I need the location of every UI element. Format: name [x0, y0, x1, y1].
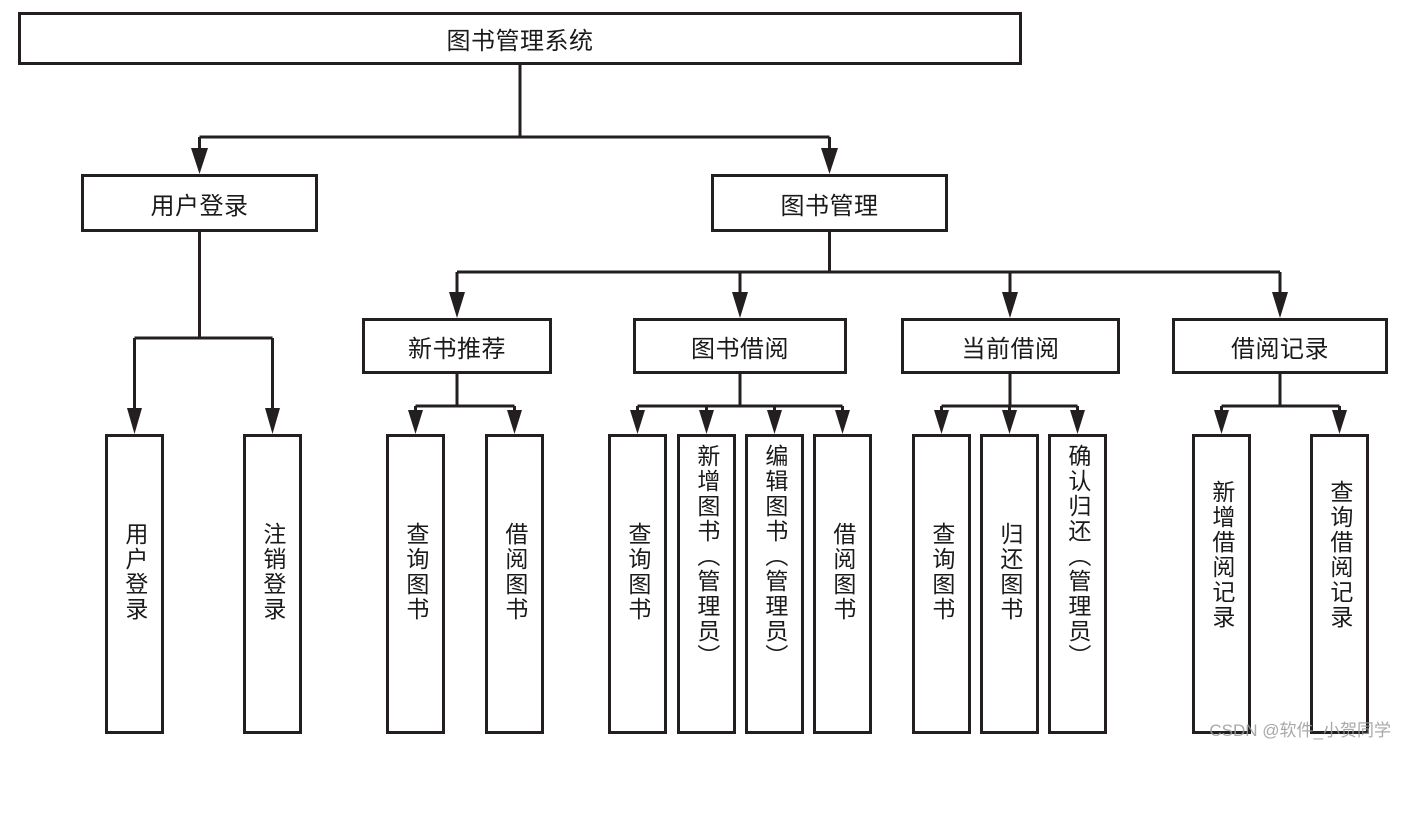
node-box-leaf-user-login[interactable] — [105, 434, 164, 734]
node-box-book-borrow[interactable] — [633, 318, 847, 374]
node-box-leaf-borrow-book[interactable] — [813, 434, 872, 734]
node-box-user-login[interactable] — [81, 174, 318, 232]
connector-root-to-level1 — [191, 65, 838, 174]
node-box-leaf-query-book-borrow[interactable] — [608, 434, 667, 734]
hierarchy-diagram-svg — [18, 12, 1388, 734]
node-box-leaf-borrow-book-recommend[interactable] — [485, 434, 544, 734]
connector-new-book-recommend-fanout — [408, 374, 522, 434]
node-box-new-book-recommend[interactable] — [362, 318, 552, 374]
node-box-book-management[interactable] — [711, 174, 948, 232]
node-box-current-borrow[interactable] — [901, 318, 1120, 374]
connector-current-borrow-fanout — [934, 374, 1085, 434]
node-box-root[interactable] — [18, 12, 1022, 65]
diagram-canvas: 图书管理系统 用户登录 图书管理 新书推荐 图书借阅 当前借阅 借阅记录 用户登… — [18, 12, 1391, 740]
node-box-leaf-logout[interactable] — [243, 434, 302, 734]
node-box-leaf-edit-book-admin[interactable] — [745, 434, 804, 734]
watermark-text: CSDN @软件_小贺同学 — [1209, 721, 1391, 740]
node-box-leaf-query-book-recommend[interactable] — [386, 434, 445, 734]
connector-borrow-record-fanout — [1214, 374, 1347, 434]
node-box-leaf-query-borrow-record[interactable] — [1310, 434, 1369, 734]
connector-user-login-fanout — [127, 232, 280, 434]
node-box-leaf-confirm-return-admin[interactable] — [1048, 434, 1107, 734]
node-box-leaf-add-borrow-record[interactable] — [1192, 434, 1251, 734]
node-box-borrow-record[interactable] — [1172, 318, 1388, 374]
connector-book-borrow-fanout — [630, 374, 850, 434]
node-box-leaf-return-book[interactable] — [980, 434, 1039, 734]
node-box-leaf-query-book-current[interactable] — [912, 434, 971, 734]
connector-book-management-fanout — [449, 232, 1288, 318]
node-box-leaf-add-book-admin[interactable] — [677, 434, 736, 734]
